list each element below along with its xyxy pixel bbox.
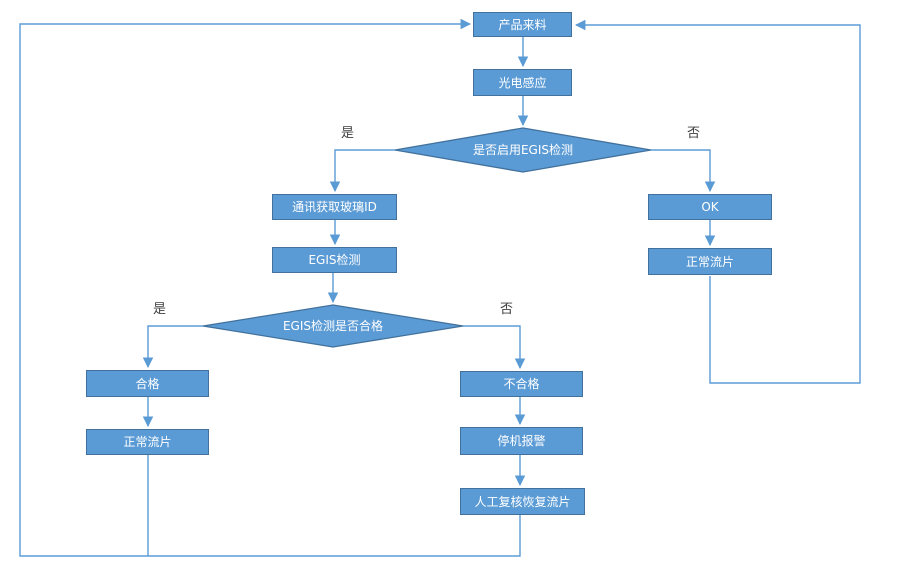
- decision-egis-enabled-shape: [394, 127, 652, 173]
- node-manual-review-resume: 人工复核恢复流片: [460, 488, 585, 515]
- branch-label-egis-enabled-no: 否: [687, 126, 701, 141]
- edge-decision2-no: [463, 325, 526, 370]
- edge-decision1-yes: [329, 149, 395, 193]
- edge-decision2-yes: [142, 325, 203, 369]
- decision-egis-enabled-label: 是否启用EGIS检测: [472, 143, 574, 157]
- node-normal-flow-left: 正常流片: [86, 429, 209, 455]
- decision-egis-pass-label: EGIS检测是否合格: [282, 319, 384, 333]
- branch-label-egis-pass-yes: 是: [153, 302, 167, 317]
- branch-label-egis-pass-no: 否: [500, 302, 514, 317]
- edge-normalright-loop-to-start: [574, 19, 861, 384]
- node-egis-inspection: EGIS检测: [272, 247, 397, 273]
- decision-egis-pass-shape: [202, 304, 464, 348]
- node-get-glass-id: 通讯获取玻璃ID: [272, 194, 397, 220]
- node-fail: 不合格: [460, 371, 583, 397]
- node-ok: OK: [648, 194, 772, 220]
- node-normal-flow-right: 正常流片: [648, 248, 772, 275]
- node-product-incoming: 产品来料: [473, 12, 572, 37]
- edge-manualreview-loop-to-start: [19, 18, 521, 557]
- node-photoelectric-sensing: 光电感应: [473, 69, 572, 96]
- node-pass: 合格: [86, 370, 209, 397]
- branch-label-egis-enabled-yes: 是: [341, 126, 355, 141]
- node-stop-alarm: 停机报警: [460, 427, 583, 455]
- edge-decision1-no: [651, 149, 716, 193]
